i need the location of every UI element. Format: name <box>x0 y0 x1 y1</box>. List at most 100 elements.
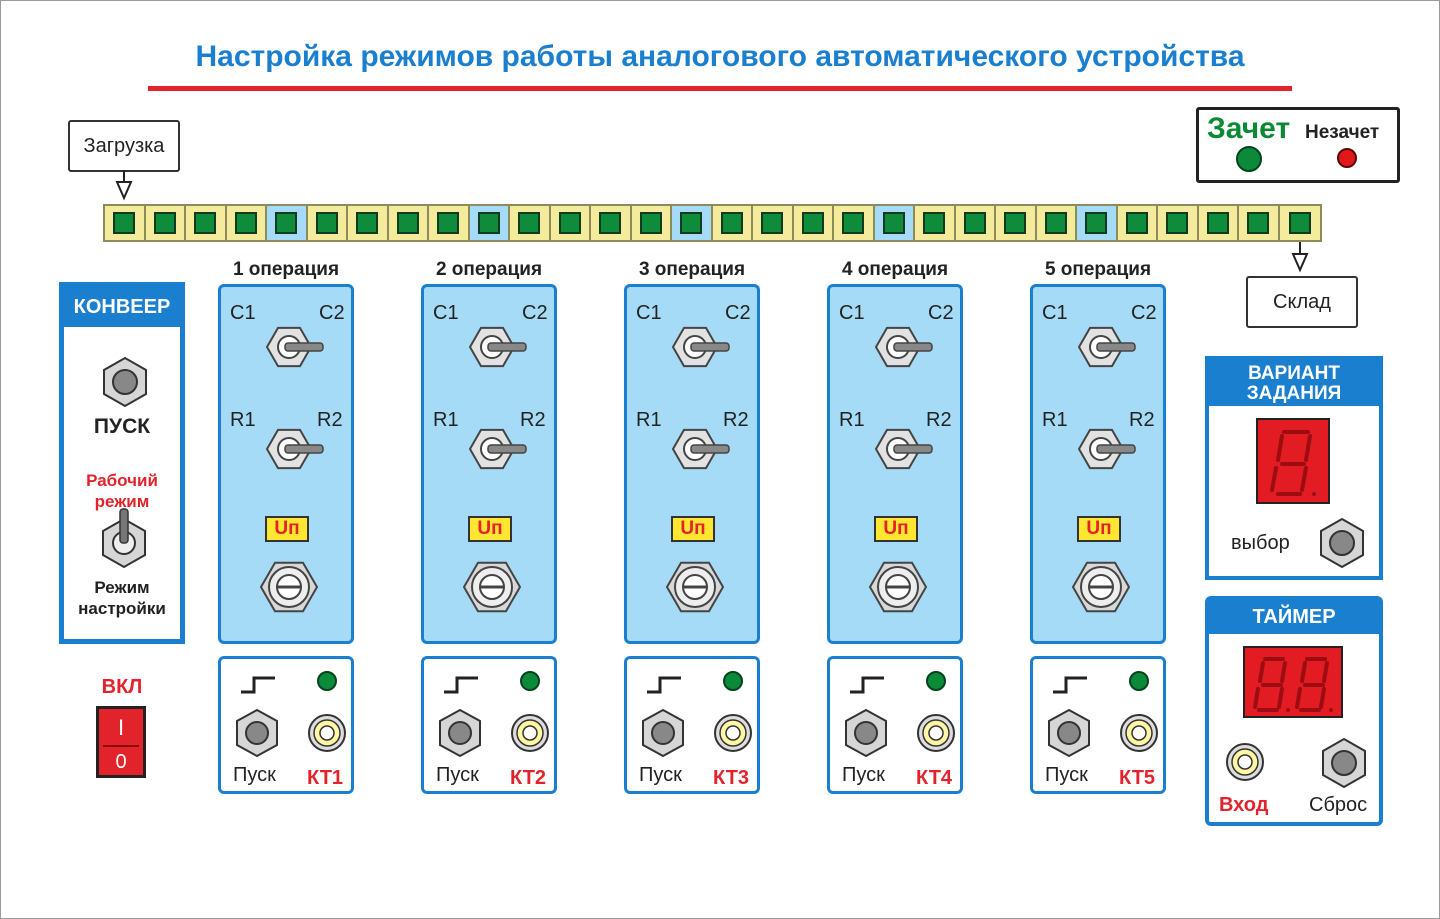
power-off-mark: 0 <box>115 751 127 773</box>
store-label: Склад <box>1246 276 1358 328</box>
conveyor-cell <box>713 206 753 240</box>
r1-label: R1 <box>1042 409 1068 431</box>
operation-start-label: Пуск <box>1045 764 1088 786</box>
checkpoint-label: КТ2 <box>510 767 547 789</box>
resistor-toggle-switch[interactable] <box>1075 425 1136 475</box>
conveyor-cell <box>308 206 348 240</box>
step-signal-icon <box>241 676 275 694</box>
title-underline <box>148 86 1292 91</box>
variant-panel: ВАРИАНТ ЗАДАНИЯ выбор <box>1205 356 1383 580</box>
conveyor-item-marker <box>234 212 257 234</box>
checkpoint-jack[interactable] <box>713 713 753 753</box>
checkpoint-jack[interactable] <box>510 713 550 753</box>
work-mode-line1: Рабочий <box>86 471 158 490</box>
supply-voltage-label: Uп <box>265 516 309 542</box>
operation-status-led <box>1129 671 1149 691</box>
fail-label: Незачет <box>1305 122 1380 143</box>
variant-panel-title: ВАРИАНТ ЗАДАНИЯ <box>1209 360 1379 406</box>
capacitor-toggle-switch[interactable] <box>669 323 730 373</box>
conveyor-item-marker <box>396 212 419 234</box>
operation-start-button[interactable] <box>233 708 281 758</box>
operation-title: 5 операция <box>1044 259 1152 280</box>
capacitor-toggle-switch[interactable] <box>263 323 324 373</box>
conveyor-item-marker <box>315 212 338 234</box>
operation-title: 4 операция <box>841 259 949 280</box>
timer-reset-button[interactable] <box>1319 737 1369 789</box>
conveyor-cell <box>510 206 551 240</box>
operation-start-button[interactable] <box>436 708 484 758</box>
variant-select-button[interactable] <box>1317 517 1367 569</box>
voltage-adjust-knob[interactable] <box>462 557 522 617</box>
checkpoint-jack[interactable] <box>307 713 347 753</box>
conveyor-item-marker <box>356 212 379 234</box>
conveyor-cell <box>753 206 794 240</box>
setup-mode-label: Режим настройки <box>64 577 180 619</box>
operation-start-button[interactable] <box>639 708 687 758</box>
c2-label: C2 <box>319 302 345 324</box>
pass-label: Зачет <box>1207 112 1291 145</box>
variant-digit-display <box>1256 418 1330 504</box>
checkpoint-jack[interactable] <box>1119 713 1159 753</box>
fail-indicator-led <box>1337 148 1357 168</box>
conveyor-item-marker <box>599 212 622 234</box>
mode-toggle-switch[interactable] <box>99 508 149 569</box>
conveyor-cell <box>389 206 429 240</box>
conveyor-item-marker <box>801 212 824 234</box>
conveyor-station-cell <box>874 206 915 240</box>
conveyor-cell <box>105 206 146 240</box>
conveyor-item-marker <box>113 212 136 234</box>
operation-title: 1 операция <box>232 259 340 280</box>
voltage-adjust-knob[interactable] <box>1071 557 1131 617</box>
timer-reset-label: Сброс <box>1309 794 1368 816</box>
setup-mode-line2: настройки <box>78 599 166 618</box>
resistor-toggle-switch[interactable] <box>669 425 730 475</box>
operation-start-button[interactable] <box>1045 708 1093 758</box>
conveyor-item-marker <box>518 212 541 234</box>
r1-label: R1 <box>839 409 865 431</box>
conveyor-cell <box>996 206 1037 240</box>
load-label: Загрузка <box>68 120 180 172</box>
conveyor-belt <box>103 204 1322 242</box>
operation-start-button[interactable] <box>842 708 890 758</box>
conveyor-cell <box>632 206 672 240</box>
conveyor-item-marker <box>1247 212 1270 234</box>
resistor-toggle-switch[interactable] <box>466 425 527 475</box>
variant-select-label: выбор <box>1231 532 1290 554</box>
voltage-adjust-knob[interactable] <box>868 557 928 617</box>
supply-voltage-label: Uп <box>874 516 918 542</box>
voltage-adjust-knob[interactable] <box>665 557 725 617</box>
operation-status-led <box>520 671 540 691</box>
capacitor-toggle-switch[interactable] <box>1075 323 1136 373</box>
checkpoint-label: КТ3 <box>713 767 750 789</box>
conveyor-cell <box>915 206 956 240</box>
conveyor-cell <box>1280 206 1321 240</box>
conveyor-station-cell <box>1077 206 1118 240</box>
page-title: Настройка режимов работы аналогового авт… <box>195 40 1245 73</box>
c1-label: C1 <box>1042 302 1068 324</box>
conveyor-item-marker <box>720 212 743 234</box>
power-switch[interactable]: I 0 <box>96 706 146 778</box>
checkpoint-label: КТ5 <box>1119 767 1156 789</box>
checkpoint-jack[interactable] <box>916 713 956 753</box>
conveyor-cell <box>429 206 470 240</box>
timer-input-jack[interactable] <box>1225 742 1265 782</box>
conveyor-item-marker <box>882 212 905 234</box>
variant-digit-segments <box>1270 430 1316 496</box>
conveyor-item-marker <box>194 212 217 234</box>
resistor-toggle-switch[interactable] <box>263 425 324 475</box>
conveyor-start-button[interactable] <box>100 356 150 408</box>
resistor-toggle-switch[interactable] <box>872 425 933 475</box>
conveyor-cell <box>794 206 834 240</box>
capacitor-toggle-switch[interactable] <box>872 323 933 373</box>
pass-indicator-led <box>1236 146 1262 172</box>
voltage-adjust-knob[interactable] <box>259 557 319 617</box>
r2-label: R2 <box>926 409 952 431</box>
capacitor-toggle-switch[interactable] <box>466 323 527 373</box>
timer-display <box>1243 646 1343 718</box>
operation-start-label: Пуск <box>436 764 479 786</box>
conveyor-cell <box>146 206 186 240</box>
